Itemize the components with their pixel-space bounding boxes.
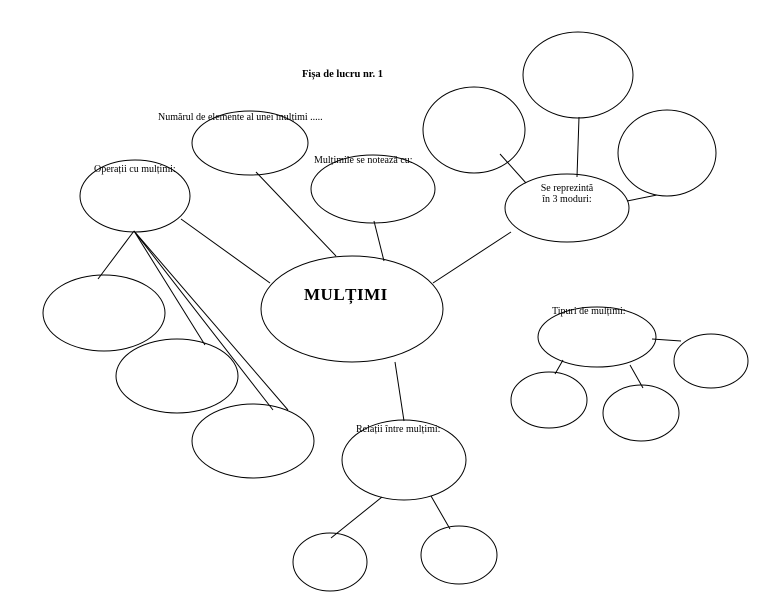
connector-relations-right xyxy=(430,495,451,530)
relations-label: Relații între mulțimi: xyxy=(356,424,441,435)
operations-bubble xyxy=(79,159,191,233)
worksheet-title: Fișa de lucru nr. 1 xyxy=(302,69,383,80)
connector-types-bottom-left xyxy=(554,359,564,375)
operations-set-bubble-3 xyxy=(191,403,315,479)
connector-representation-mode3 xyxy=(626,194,658,202)
operations-set-bubble-2 xyxy=(115,338,239,414)
relations-bubble xyxy=(341,419,467,501)
connector-operations-set3a xyxy=(133,230,274,411)
types-bubble xyxy=(537,306,657,368)
central-topic-bubble xyxy=(260,255,444,363)
connector-center-number-of-elements xyxy=(255,171,337,257)
connector-relations-left xyxy=(330,496,383,539)
connector-center-operations xyxy=(180,218,271,284)
relations-sub-bubble-1 xyxy=(292,532,368,592)
operations-set-bubble-1 xyxy=(42,274,166,352)
notation-bubble xyxy=(310,154,436,224)
relations-sub-bubble-2 xyxy=(420,525,498,585)
representation-bubble xyxy=(504,173,630,243)
connector-center-notation xyxy=(373,220,385,262)
notation-label: Mulțimile se notează cu: xyxy=(314,155,413,166)
types-label: Tipuri de mulțimi: xyxy=(552,306,626,317)
number-of-elements-bubble xyxy=(191,110,309,176)
representation-label-line2: în 3 moduri: xyxy=(542,193,592,205)
representation-label: Se reprezintă în 3 moduri: xyxy=(526,183,608,205)
connector-operations-set3b xyxy=(133,230,289,411)
connector-types-bottom-right xyxy=(629,364,644,389)
central-topic-label: MULȚIMI xyxy=(304,285,388,304)
representation-mode-bubble-1 xyxy=(422,86,526,174)
connector-center-relations xyxy=(394,361,405,422)
operations-label: Operații cu mulțimi: xyxy=(94,164,176,175)
connector-operations-set1 xyxy=(97,230,135,280)
types-sub-bubble-3 xyxy=(602,384,680,442)
representation-mode-bubble-3 xyxy=(617,109,717,197)
connector-center-representation xyxy=(432,231,512,284)
connector-operations-set2 xyxy=(133,230,206,346)
connector-types-right xyxy=(651,338,682,342)
connector-representation-mode2 xyxy=(576,116,580,178)
representation-mode-bubble-2 xyxy=(522,31,634,119)
connector-representation-mode1 xyxy=(499,153,527,184)
number-of-elements-label: Numărul de elemente al unei mulțimi ....… xyxy=(158,112,323,123)
types-sub-bubble-1 xyxy=(673,333,749,389)
representation-label-line1: Se reprezintă xyxy=(540,183,594,194)
types-sub-bubble-2 xyxy=(510,371,588,429)
